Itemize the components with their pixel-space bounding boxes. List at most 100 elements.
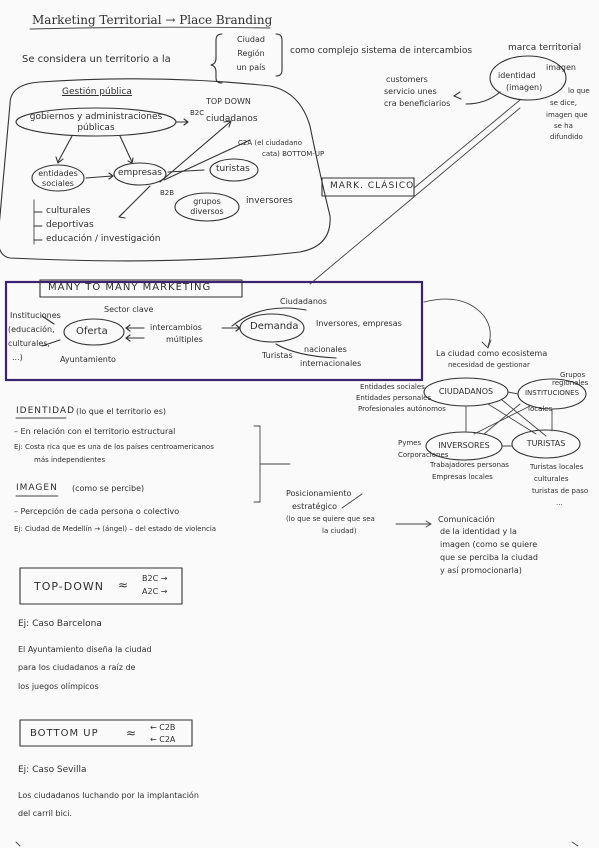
page-title: Marketing Territorial → Place Branding	[32, 13, 273, 27]
classic-list-item: educación / investigación	[46, 234, 161, 244]
network-node-instituciones: INSTITUCIONES	[524, 389, 580, 397]
identidad-node: identidad	[498, 71, 536, 80]
comunicacion-text: y así promocionarla)	[440, 566, 522, 575]
sector-clave-label: Sector clave	[104, 305, 154, 314]
b2b-label: B2B	[160, 189, 175, 197]
marca-note: se dice,	[550, 99, 577, 107]
network-node-turistas: TURISTAS	[526, 439, 566, 448]
network-note: Turistas locales	[530, 463, 584, 471]
bottom-up-box-label: BOTTOM UP	[30, 728, 99, 739]
posicionamiento-text: Posicionamiento	[286, 489, 352, 498]
network-note: ...	[556, 499, 563, 507]
top-down-approx: ≈	[118, 578, 129, 592]
imagen-tag: (imagen)	[506, 83, 543, 92]
gestion-publica-heading: Gestión pública	[62, 87, 132, 97]
comunicacion-text: de la identidad y la	[440, 527, 517, 536]
inversores-node: inversores	[246, 196, 293, 206]
network-note: turistas de paso	[532, 487, 589, 495]
identidad-def: (lo que el territorio es)	[76, 407, 166, 416]
bottom-up-example: Ej: Caso Sevilla	[18, 765, 87, 775]
comunicacion-text: que se perciba la ciudad	[440, 553, 538, 562]
intro-option-ciudad: Ciudad	[237, 35, 265, 44]
network-note: Grupos	[560, 371, 586, 379]
top-down-label: TOP DOWN	[206, 97, 251, 106]
turistas-node: turistas	[216, 164, 250, 174]
network-note: Empresas locales	[432, 473, 493, 481]
network-note: Profesionales autónomos	[358, 405, 446, 413]
imagen-example: Ej: Ciudad de Medellín → (ángel) – del e…	[14, 525, 217, 533]
imagen-node: imagen	[546, 63, 576, 72]
posicionamiento-text: estratégico	[292, 502, 338, 511]
intro-option-region: Región	[237, 49, 265, 58]
imagen-line: – Percepción de cada persona o colectivo	[14, 507, 180, 516]
ayuntamiento-label: Ayuntamiento	[60, 355, 116, 364]
network-node-ciudadanos: CIUDADANOS	[438, 387, 494, 396]
marca-territorial-label: marca territorial	[508, 43, 582, 53]
intercambios-label: múltiples	[166, 335, 203, 344]
ciudadanos-node: ciudadanos	[206, 114, 258, 124]
identidad-example: más independientes	[34, 456, 106, 464]
network-sub: necesidad de gestionar	[448, 361, 530, 369]
turistas-label: nacionales	[304, 345, 347, 354]
instituciones-label: (educación,	[8, 325, 55, 334]
top-down-example: Ej: Caso Barcelona	[18, 619, 102, 629]
grupos-node: grupos	[193, 197, 221, 206]
intro-tail: como complejo sistema de intercambios	[290, 46, 473, 56]
network-heading: La ciudad como ecosistema	[436, 349, 548, 358]
identidad-heading: IDENTIDAD	[16, 406, 76, 416]
entidades-node: sociales	[42, 179, 74, 188]
network-note: Pymes	[398, 439, 422, 447]
bottom-up-relation: ← C2B	[150, 723, 176, 732]
intercambios-label: intercambios	[150, 323, 202, 332]
top-down-relation: B2C →	[142, 574, 168, 583]
top-down-box-label: TOP-DOWN	[34, 580, 104, 593]
customers-label: cra beneficiarios	[384, 99, 451, 108]
bottom-up-desc: Los ciudadanos luchando por la implantac…	[18, 791, 199, 800]
posicionamiento-text: la ciudad)	[322, 527, 357, 535]
bottom-up-label: cata) BOTTOM-UP	[262, 150, 325, 158]
b2c-label: B2C	[190, 109, 205, 117]
oferta-node: Oferta	[76, 326, 108, 337]
comunicacion-text: Comunicación	[438, 515, 495, 524]
network-note: regionales	[552, 379, 589, 387]
c2a-label: C2A (el ciudadano	[238, 139, 302, 147]
top-down-desc: para los ciudadanos a raíz de	[18, 663, 136, 672]
marca-note: se ha	[554, 122, 573, 130]
intro-option-pais: un país	[236, 63, 266, 72]
bottom-up-relation: ← C2A	[150, 735, 176, 744]
network-note: Corporaciones	[398, 451, 449, 459]
imagen-heading: IMAGEN	[16, 483, 58, 493]
top-down-desc: El Ayuntamiento diseña la ciudad	[18, 645, 152, 654]
classic-list-item: culturales	[46, 206, 91, 216]
instituciones-label: culturales,	[8, 339, 50, 348]
top-down-relation: A2C →	[142, 587, 168, 596]
turistas-label: Turistas	[262, 351, 293, 360]
instituciones-label: ...)	[12, 353, 23, 362]
posicionamiento-text: (lo que se quiere que sea	[286, 515, 375, 523]
intro-lead: Se considera un territorio a la	[22, 54, 171, 65]
customers-label: servicio unes	[384, 87, 437, 96]
instituciones-label: Instituciones	[10, 311, 61, 320]
mark-clasico-box: MARK. CLÁSICO	[330, 181, 415, 191]
marca-note: difundido	[550, 133, 583, 141]
entidades-node: entidades	[38, 169, 78, 178]
network-node-inversores: INVERSORES	[438, 441, 490, 450]
ciudadanos-label: Ciudadanos	[280, 297, 327, 306]
identidad-line: – En relación con el territorio estructu…	[14, 427, 176, 436]
marca-note: lo que	[568, 87, 590, 95]
network-note: culturales	[534, 475, 569, 483]
internacionales-label: internacionales	[300, 359, 362, 368]
imagen-def: (como se percibe)	[72, 484, 145, 493]
grupos-node: diversos	[190, 207, 224, 216]
top-down-desc: los juegos olímpicos	[18, 682, 99, 691]
identidad-example: Ej: Costa rica que es una de los países …	[14, 443, 214, 451]
many-to-many-title: MANY TO MANY MARKETING	[48, 282, 212, 293]
classic-list-item: deportivas	[46, 220, 94, 230]
bottom-up-approx: ≈	[126, 726, 137, 740]
marca-note: imagen que	[546, 111, 588, 119]
comunicacion-text: imagen (como se quiere	[440, 540, 538, 549]
empresas-node: empresas	[118, 168, 162, 178]
network-note: Entidades sociales	[360, 383, 425, 391]
